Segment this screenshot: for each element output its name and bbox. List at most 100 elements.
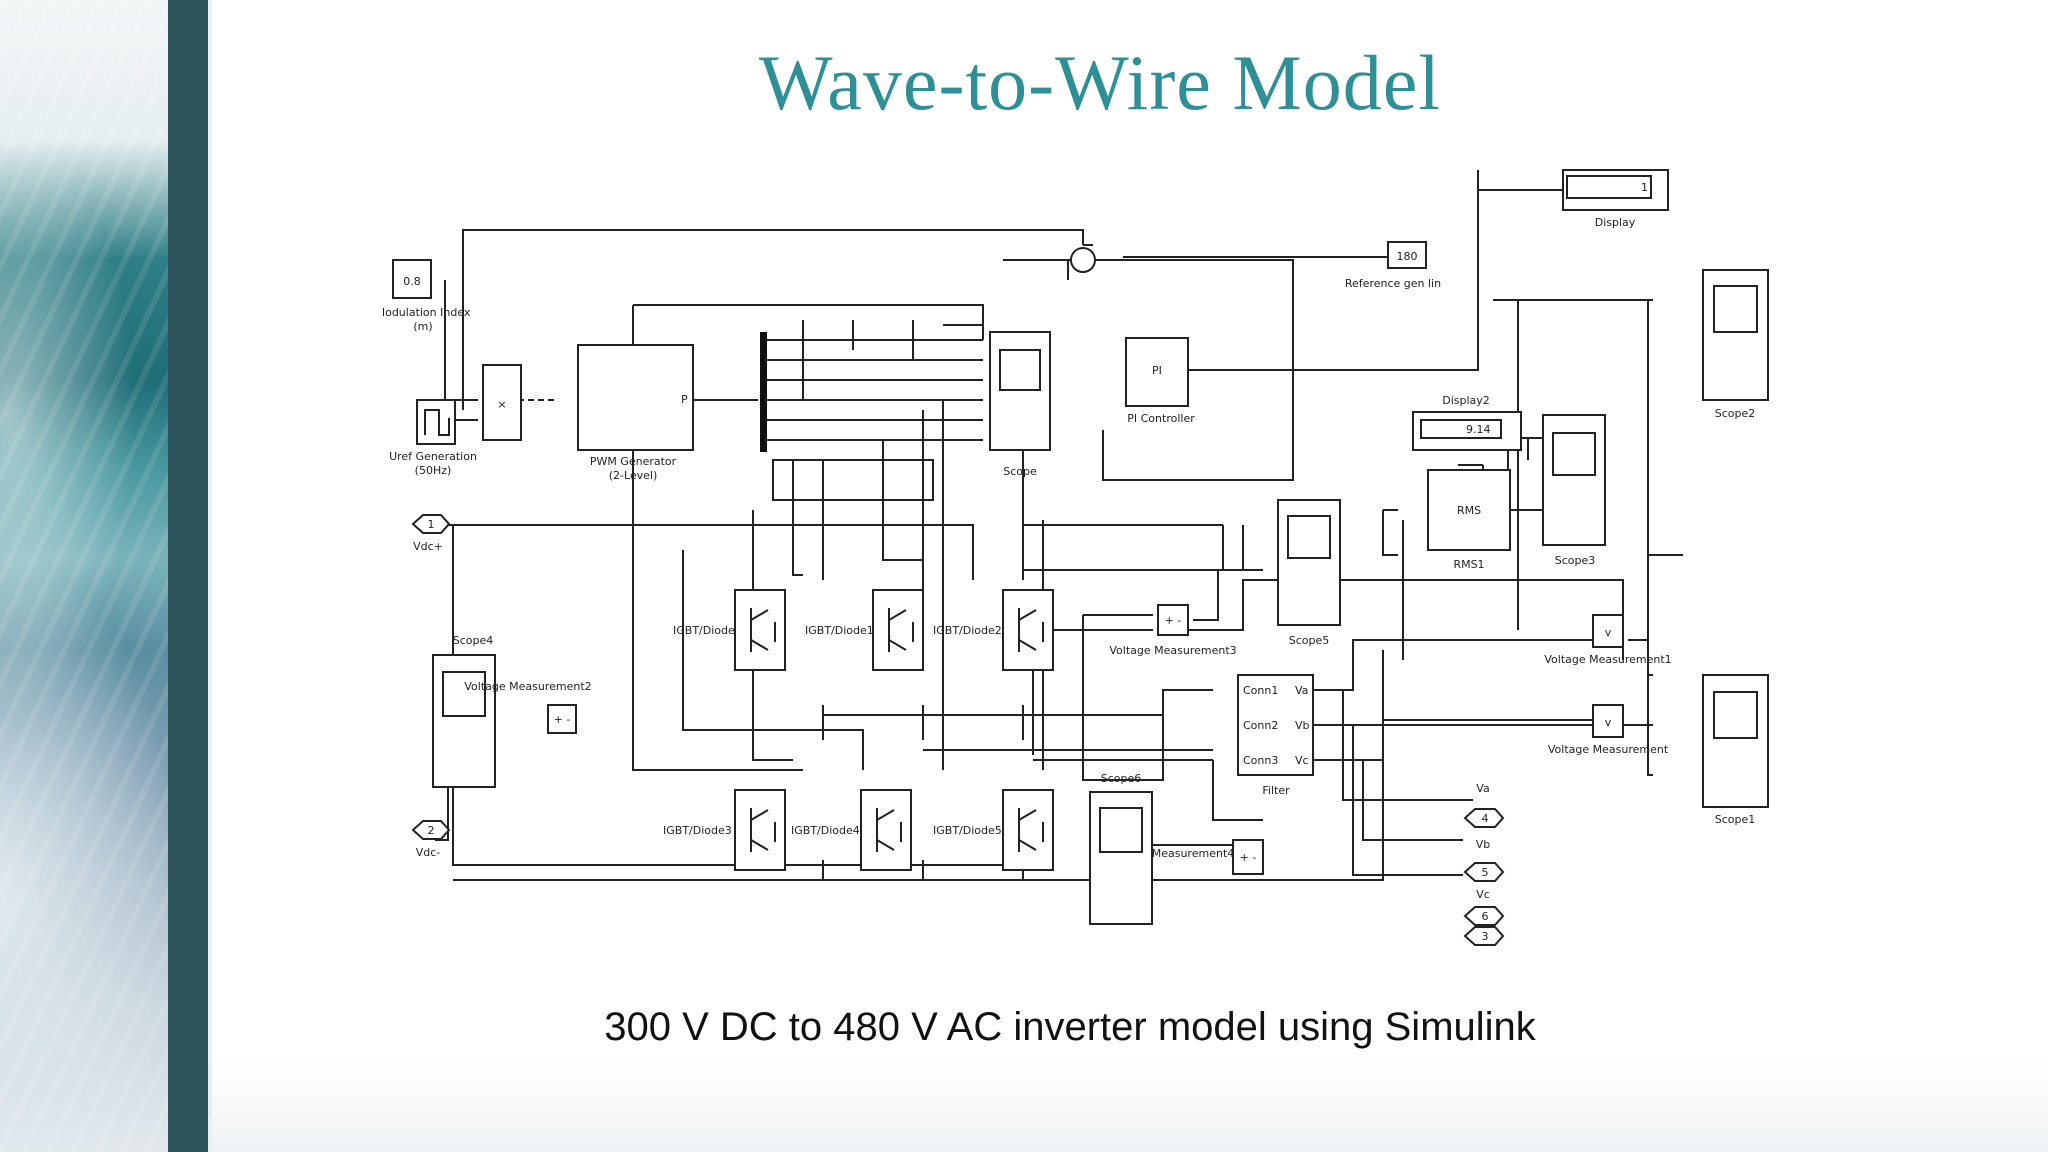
pwm-port: P	[681, 393, 688, 406]
display2-value: 9.14	[1466, 423, 1491, 436]
out6-num: 6	[1482, 910, 1489, 923]
vm1-label: Voltage Measurement1	[1544, 653, 1671, 666]
simulink-diagram-svg: 0.8 Modulation Index (m) × Uref Generati…	[383, 169, 1769, 946]
voltage-measurement-block[interactable]: v Voltage Measurement	[1548, 704, 1669, 756]
reference-gen-block[interactable]: 180 Reference gen lin	[1345, 241, 1441, 290]
vdc-plus-num: 1	[428, 518, 435, 531]
modulation-index-block[interactable]: 0.8 Modulation Index (m)	[383, 259, 471, 333]
igbt-diode5-block[interactable]: IGBT/Diode5	[933, 789, 1054, 871]
voltage-measurement1-block[interactable]: v Voltage Measurement1	[1544, 614, 1672, 666]
meas4-label: Measurement4	[1152, 847, 1235, 860]
wave-streaks	[0, 0, 170, 1152]
scope2-label: Scope2	[1715, 407, 1756, 420]
slide-title: Wave-to-Wire Model	[758, 39, 1442, 126]
demux-bar	[760, 332, 767, 452]
scope4-block[interactable]: Scope4	[432, 634, 496, 788]
voltage-measurement2-block[interactable]: Voltage Measurement2 + -	[464, 680, 592, 734]
slide-accent-strip	[208, 0, 212, 1152]
scope3-label: Scope3	[1555, 554, 1596, 567]
vm2-symbol: + -	[554, 713, 571, 726]
igbt2-label: IGBT/Diode1	[805, 624, 874, 637]
modulation-label: Modulation Index	[383, 306, 471, 319]
output-port-6[interactable]: Vc 6	[1463, 888, 1505, 926]
pi-label: PI Controller	[1127, 412, 1195, 425]
wires	[433, 170, 1683, 881]
uref-generation-block[interactable]: Uref Generation (50Hz)	[389, 399, 477, 477]
vm3-label: Voltage Measurement3	[1109, 644, 1236, 657]
display2-block[interactable]: Display2 9.14	[1412, 394, 1522, 451]
out5-num: 5	[1482, 866, 1489, 879]
scope-label: Scope	[1003, 465, 1037, 478]
ref-value: 180	[1397, 250, 1418, 263]
scope5-label: Scope5	[1289, 634, 1330, 647]
igbt-diode3-block[interactable]: IGBT/Diode3	[663, 789, 786, 871]
output-port-4[interactable]: Va 4	[1463, 782, 1505, 828]
filter-va: Va	[1295, 684, 1308, 697]
igbt5-label: IGBT/Diode4	[791, 824, 860, 837]
scope2-block[interactable]: Scope2	[1702, 269, 1769, 420]
filter-conn3: Conn3	[1243, 754, 1278, 767]
vm-symbol: v	[1605, 716, 1612, 729]
igbt-diode2-block[interactable]: IGBT/Diode2	[933, 589, 1054, 671]
display2-label: Display2	[1442, 394, 1490, 407]
out6-label: Vc	[1476, 888, 1490, 901]
pi-text: PI	[1152, 364, 1162, 377]
vdc-minus-port[interactable]: 2 Vdc-	[411, 820, 451, 859]
rms-text: RMS	[1457, 504, 1481, 517]
multiply-symbol: ×	[497, 398, 506, 411]
vm-label: Voltage Measurement	[1548, 743, 1669, 756]
slide-accent-bar	[168, 0, 208, 1152]
vm3-symbol: + -	[1165, 614, 1182, 627]
pwm-label2: (2-Level)	[609, 469, 658, 482]
scope5-block[interactable]: Scope5	[1277, 499, 1341, 647]
vdc-minus-num: 2	[428, 824, 435, 837]
wave-background-panel	[0, 0, 170, 1152]
modulation-label2: (m)	[413, 320, 432, 333]
igbt4-label: IGBT/Diode3	[663, 824, 732, 837]
igbt-diode1-block[interactable]: IGBT/Diode1	[805, 589, 924, 671]
vdc-plus-port[interactable]: 1 Vdc+	[411, 514, 451, 553]
filter-vc: Vc	[1295, 754, 1309, 767]
voltage-measurement3-block[interactable]: + - Voltage Measurement3	[1109, 604, 1237, 657]
vm1-symbol: v	[1605, 626, 1612, 639]
meas4-symbol: + -	[1240, 851, 1257, 864]
output-port-5[interactable]: Vb 5	[1463, 838, 1505, 882]
out4-label: Va	[1476, 782, 1489, 795]
filter-block[interactable]: Conn1 Conn2 Conn3 Va Vb Vc Filter	[1237, 674, 1314, 797]
vdc-minus-label: Vdc-	[416, 846, 441, 859]
modulation-value: 0.8	[403, 275, 421, 288]
display-label: Display	[1595, 216, 1636, 229]
vdc-plus-label: Vdc+	[413, 540, 443, 553]
igbt3-label: IGBT/Diode2	[933, 624, 1002, 637]
display-block[interactable]: 1 Display	[1562, 169, 1669, 229]
uref-label: Uref Generation	[389, 450, 477, 463]
filter-vb: Vb	[1295, 719, 1310, 732]
out3-num: 3	[1482, 930, 1489, 943]
scope1-label: Scope1	[1715, 813, 1756, 826]
multiply-block[interactable]: ×	[482, 364, 522, 441]
scope6-label: Scope6	[1101, 772, 1142, 785]
output-port-3[interactable]: 3	[1463, 926, 1505, 946]
scope-block[interactable]: Scope	[989, 331, 1051, 478]
pwm-generator-block[interactable]: P PWM Generator (2-Level)	[577, 344, 694, 482]
out4-num: 4	[1482, 812, 1489, 825]
measurement4-block[interactable]: + - Measurement4	[1152, 839, 1264, 875]
igbt-diode-block[interactable]: IGBT/Diode	[673, 589, 786, 671]
igbt6-label: IGBT/Diode5	[933, 824, 1002, 837]
igbt1-label: IGBT/Diode	[673, 624, 735, 637]
rms-block[interactable]: RMS RMS1	[1427, 469, 1511, 571]
igbt-diode4-block[interactable]: IGBT/Diode4	[791, 789, 912, 871]
scope3-block[interactable]: Scope3	[1542, 414, 1606, 567]
uref-label2: (50Hz)	[415, 464, 452, 477]
simulink-diagram: 0.8 Modulation Index (m) × Uref Generati…	[383, 160, 1783, 950]
scope1-block[interactable]: Scope1	[1702, 674, 1769, 826]
filter-conn1: Conn1	[1243, 684, 1278, 697]
out5-label: Vb	[1476, 838, 1491, 851]
slide-caption: 300 V DC to 480 V AC inverter model usin…	[604, 1005, 1536, 1049]
pi-controller-block[interactable]: PI PI Controller	[1125, 337, 1195, 425]
vm2-label: Voltage Measurement2	[464, 680, 591, 693]
bottom-wave-fade	[212, 1060, 2048, 1152]
scope6-block[interactable]: Scope6	[1089, 772, 1153, 925]
filter-conn2: Conn2	[1243, 719, 1278, 732]
sum-block[interactable]	[1070, 247, 1096, 273]
